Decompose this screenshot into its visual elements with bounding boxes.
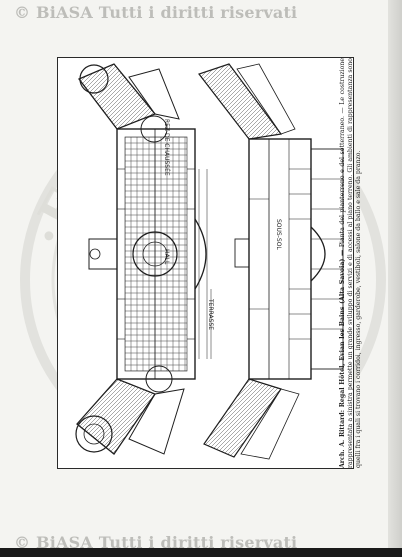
label-upper-hall: HALL xyxy=(163,249,170,265)
page-edge-shadow xyxy=(388,0,402,557)
plate-caption: Arch. A. Rittard: Regal Hôtel, Evian les… xyxy=(339,58,364,468)
plan-ground-floor xyxy=(75,63,212,455)
floor-plan-drawing: REZ DE CHAUSSÉE HALL SOUS-SOL TERRASSE xyxy=(75,63,344,460)
label-lower-terrace: TERRASSE xyxy=(207,298,214,330)
scan-bottom-border xyxy=(0,548,402,557)
caption-lead: Arch. A. Rittard: Regal Hôtel, Evian les… xyxy=(339,249,346,468)
watermark-top: © BiASA Tutti i diritti riservati xyxy=(14,3,298,22)
plan-basement xyxy=(198,63,344,460)
label-lower-plan: SOUS-SOL xyxy=(275,219,282,250)
watermark-bottom: © BiASA Tutti i diritti riservati xyxy=(14,533,298,552)
label-upper-plan: REZ DE CHAUSSÉE xyxy=(163,119,171,176)
